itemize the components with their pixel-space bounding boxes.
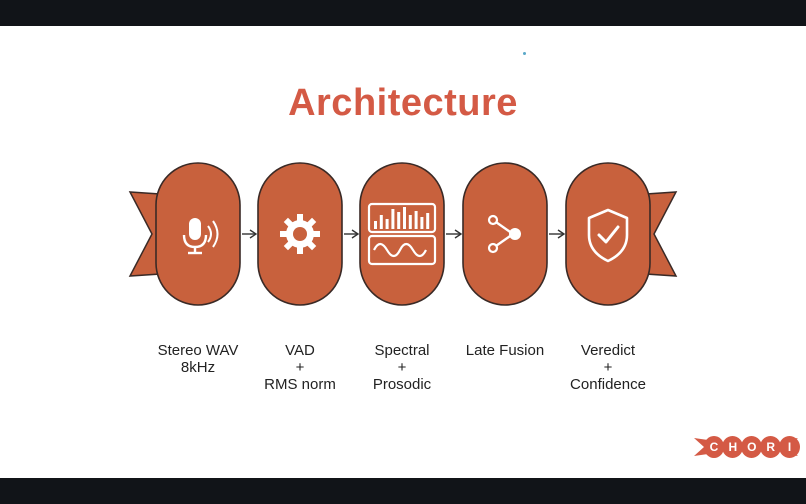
stage-5 [565,162,651,306]
stage-label-3: Spectral+Prosodic [342,342,462,393]
stage-label-line: Spectral [374,342,430,359]
logo-letter: O [741,436,763,458]
stage-1 [155,162,241,306]
stage-label-5: Veredict+Confidence [548,342,668,393]
logo-letter: R [760,436,782,458]
flow-arrow [344,229,360,239]
stage-label-line: Confidence [570,376,646,393]
stage-label-line: Stereo WAV [157,342,239,359]
stage-label-line: 8kHz [180,359,216,376]
logo-letter: C [703,436,725,458]
stage-pill [359,162,445,306]
fusion-icon [487,214,521,254]
stage-4 [462,162,548,306]
shield-check-icon [587,208,629,263]
flow-arrow [446,229,463,239]
flow-arrow [549,229,566,239]
spectrum-waveform-icon [367,202,437,266]
gear-icon [280,214,320,254]
stage-pill [462,162,548,306]
bottom-letterbox [0,478,806,504]
stage-label-line: VAD [285,342,315,359]
stage-label-line: Prosodic [372,376,432,393]
stage-label-line: RMS norm [264,376,336,393]
top-letterbox [0,0,806,26]
stage-2 [257,162,343,306]
microphone-icon [182,218,219,255]
stage-label-line: + [397,359,407,376]
logo-letter: I [779,436,801,458]
flow-arrow [242,229,258,239]
stage-label-line: + [295,359,305,376]
stage-label-4: Late Fusion [445,342,565,359]
slide-title: Architecture [288,82,518,124]
pipeline-diagram [128,162,678,306]
stray-dot [523,52,526,55]
stage-label-2: VAD+RMS norm [240,342,360,393]
stage-label-line: Late Fusion [465,342,545,359]
stage-pill [565,162,651,306]
stage-label-line: + [603,359,613,376]
logo-letter: H [722,436,744,458]
stage-3 [359,162,445,306]
stage-label-line: Veredict [580,342,636,359]
